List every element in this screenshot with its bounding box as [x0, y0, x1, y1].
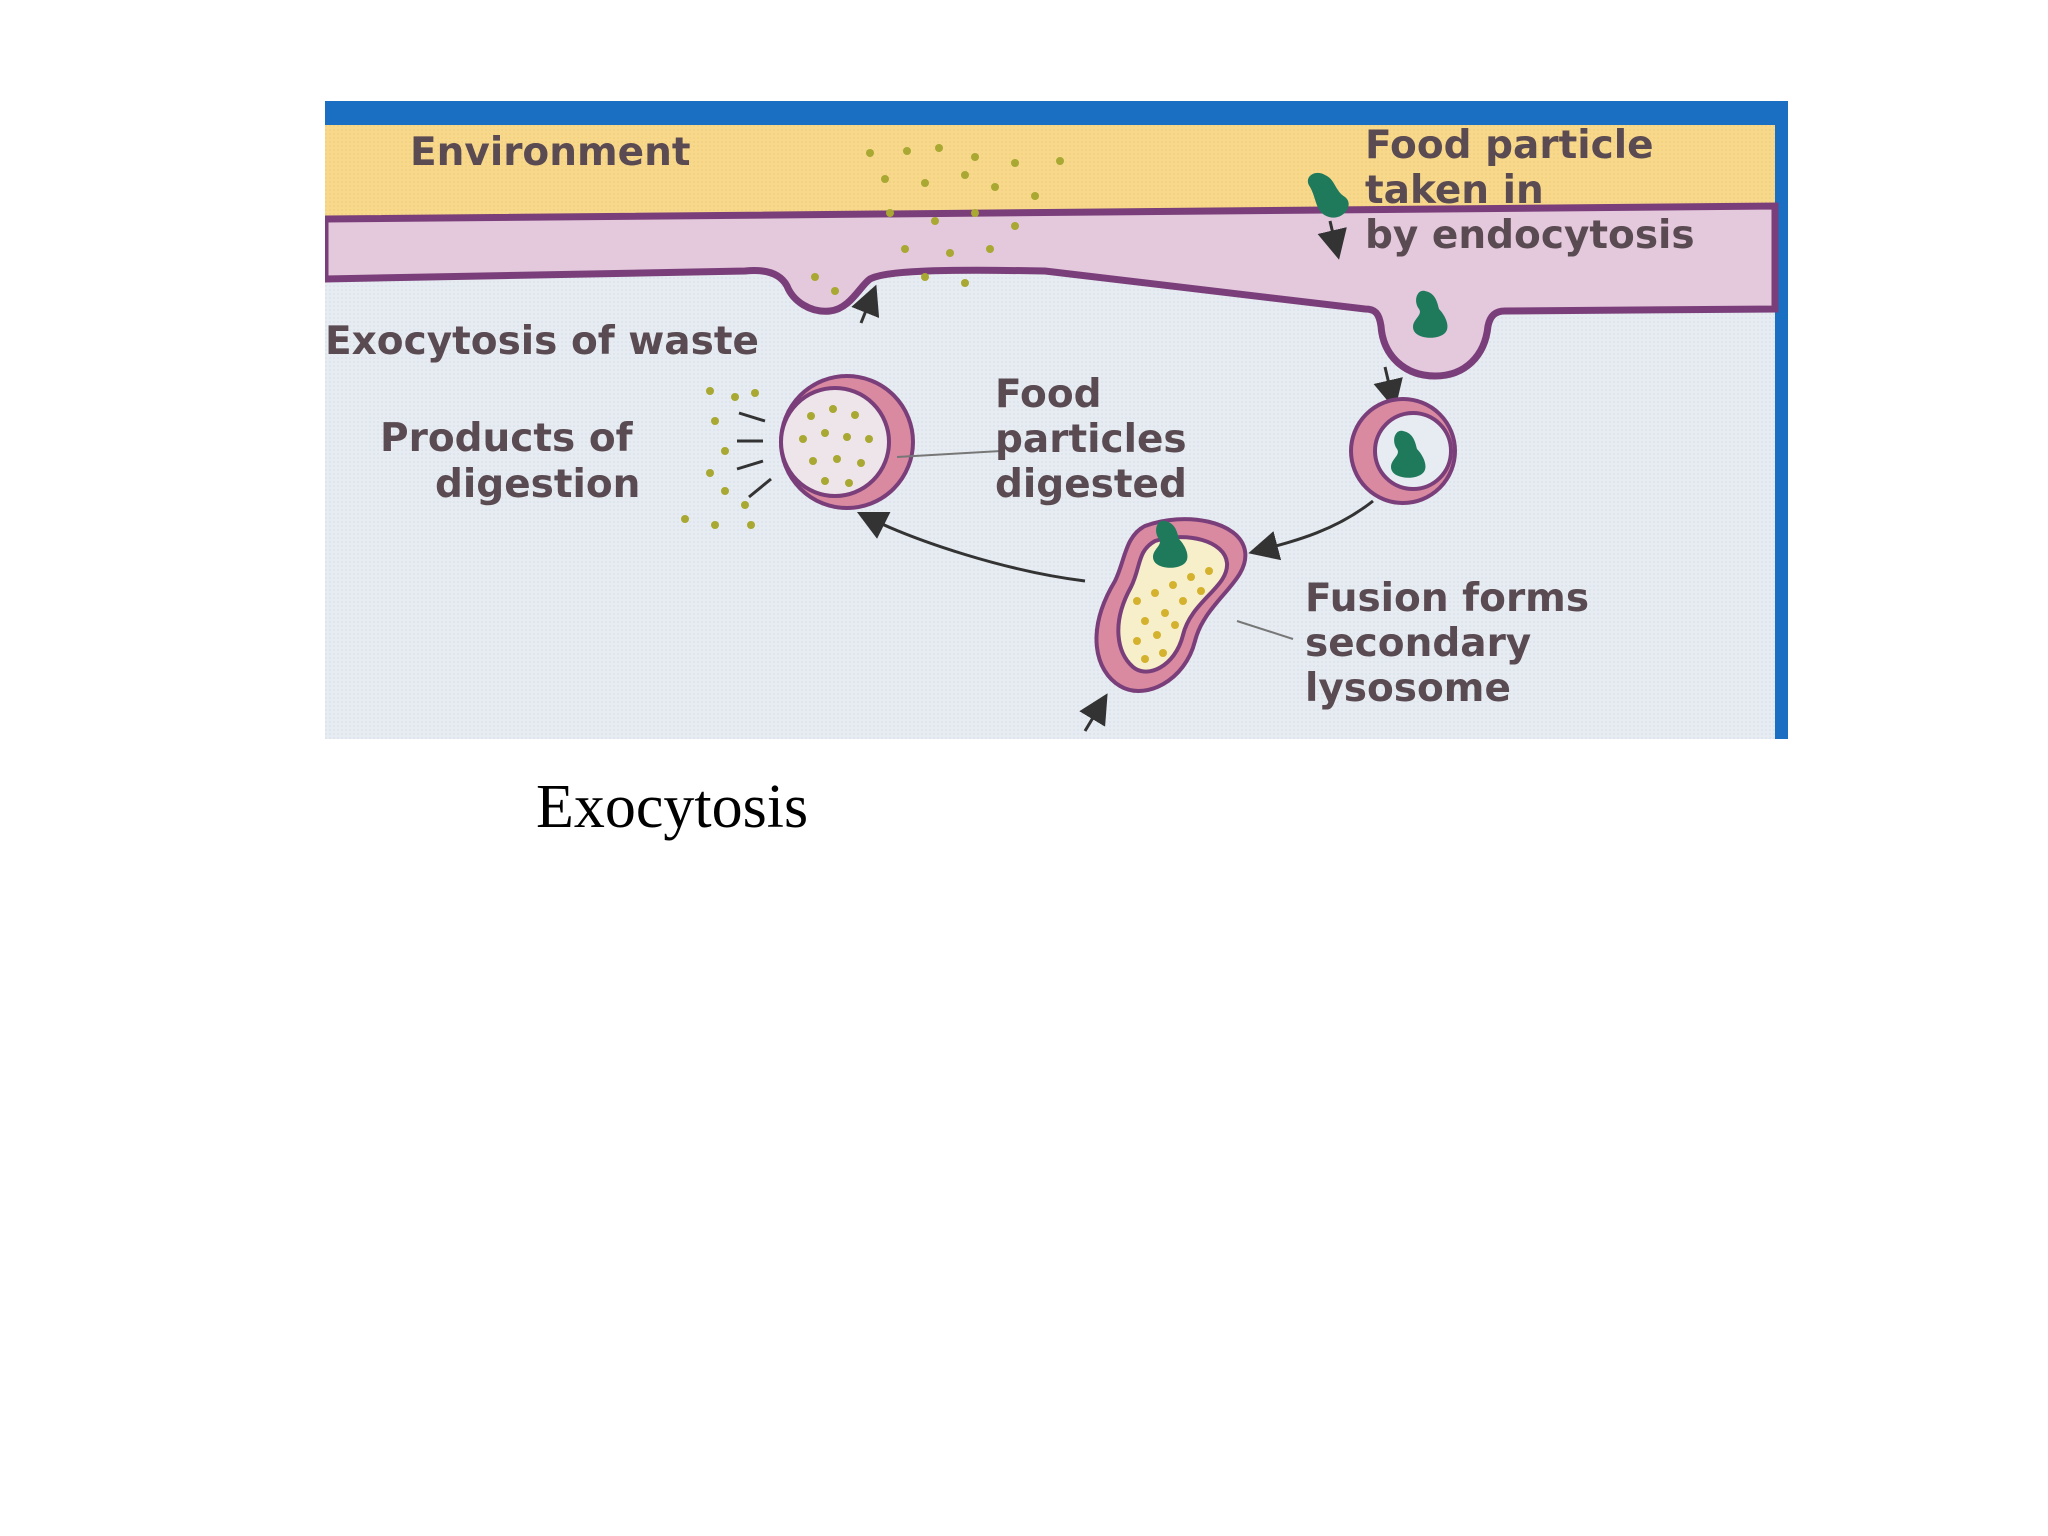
arrow-to-digestion — [856, 511, 1086, 583]
label-fusion-3: lysosome — [1305, 666, 1511, 711]
digestion-vacuole — [779, 374, 915, 510]
arrow-endocytosis — [1317, 220, 1347, 260]
label-food-particle-3: by endocytosis — [1365, 213, 1695, 258]
label-food-particle-1: Food particle — [1365, 123, 1654, 168]
arrow-primary-lysosome — [1079, 693, 1108, 732]
endocytic-vesicle — [1349, 397, 1457, 505]
arrow-to-fusion — [1248, 499, 1374, 561]
digestion-products — [681, 387, 759, 529]
label-fusion-1: Fusion forms — [1305, 576, 1589, 621]
slide-caption: Exocytosis — [536, 773, 809, 841]
label-products-1: Products of — [380, 416, 634, 461]
environment-region — [325, 125, 1775, 221]
food-particle-outside — [1307, 172, 1349, 218]
digestion-arrows — [736, 411, 772, 499]
label-environment: Environment — [410, 130, 690, 175]
label-digested-1: Food — [995, 372, 1102, 417]
leader-fusion — [1236, 620, 1294, 640]
label-food-particle-2: taken in — [1365, 168, 1544, 213]
label-products-2: digestion — [435, 462, 640, 507]
label-digested-2: particles — [995, 417, 1187, 462]
arrow-to-vesicle — [1373, 366, 1403, 410]
exocytosis-diagram: Environment Food particle taken in by en… — [325, 101, 1788, 739]
label-fusion-2: secondary — [1305, 621, 1531, 666]
secondary-lysosome — [1094, 517, 1248, 693]
diagram-canvas: Environment Food particle taken in by en… — [325, 101, 1788, 739]
leader-digested — [896, 450, 1002, 458]
arrow-exocytosis — [851, 284, 880, 324]
label-exocytosis-of-waste: Exocytosis of waste — [325, 319, 759, 364]
plasma-membrane — [325, 202, 1779, 380]
label-digested-3: digested — [995, 462, 1187, 507]
waste-particles — [811, 144, 1064, 295]
food-particle-pocket — [1413, 290, 1448, 338]
